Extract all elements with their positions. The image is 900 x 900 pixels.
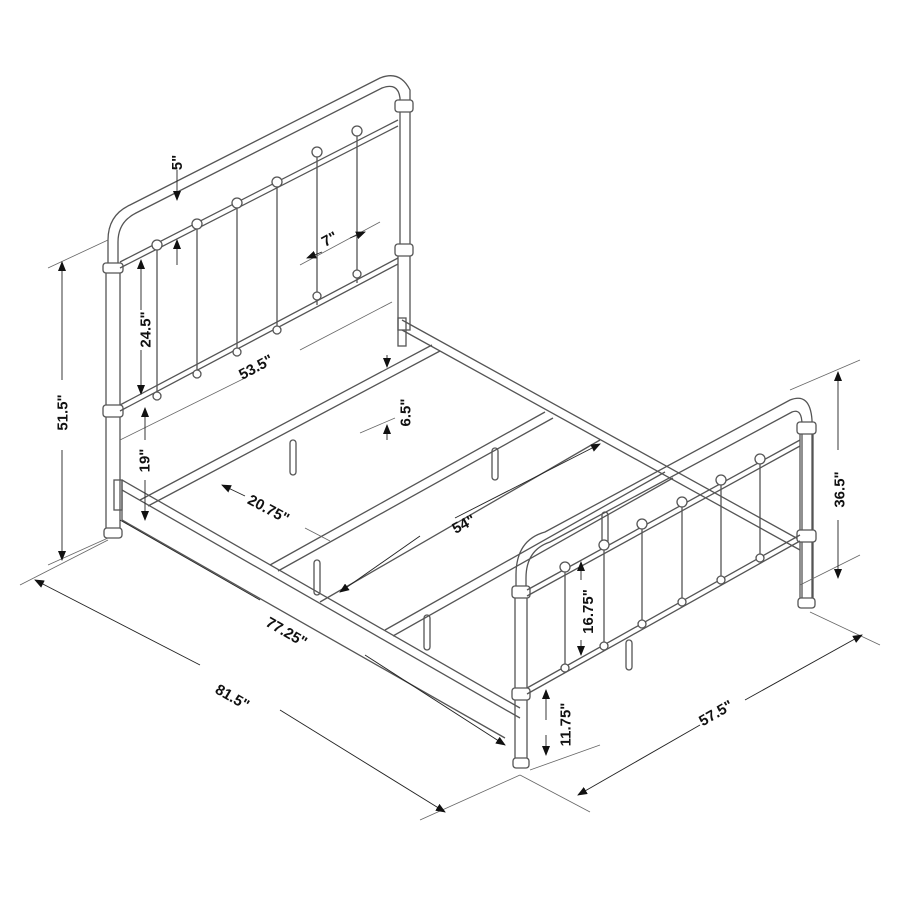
footboard [511, 397, 817, 769]
dim-label-headboard-lower-clearance: 19" [136, 448, 154, 473]
dim-label-headboard-height: 51.5" [54, 394, 72, 431]
dim-label-rail-depth: 6.5" [397, 398, 415, 427]
dim-label-footboard-lower-clearance: 11.75" [557, 702, 575, 747]
dim-label-top-gap: 5" [169, 154, 187, 171]
rails-and-slats [113, 317, 801, 739]
headboard [102, 75, 414, 539]
dim-label-headboard-spindle-height: 24.5" [137, 311, 155, 348]
dim-label-footboard-spindle-height: 16.75" [579, 589, 597, 634]
dimension-lines [19, 170, 881, 821]
dim-label-footboard-height: 36.5" [831, 471, 849, 508]
